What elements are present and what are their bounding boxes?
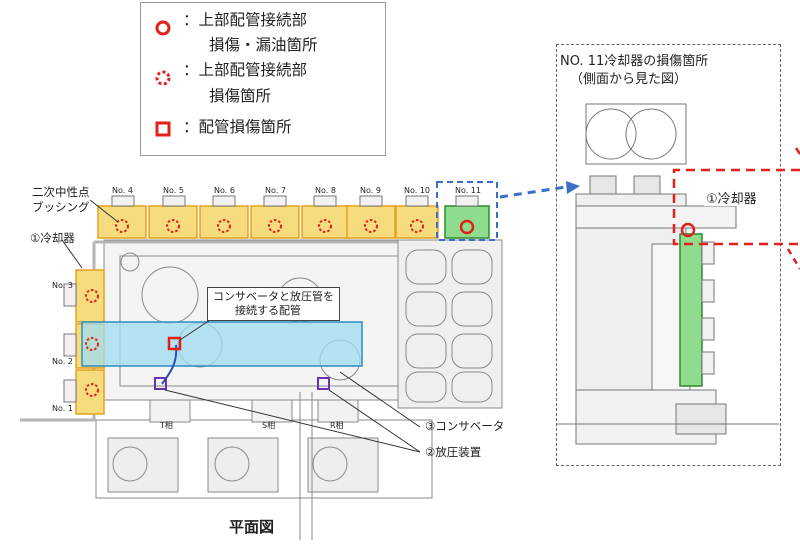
- plan-title: 平面図: [229, 518, 275, 536]
- legend-item-2-line1: ：上部配管接続部: [183, 61, 308, 79]
- red-dotted-circle-icon: [155, 70, 171, 86]
- red-square-icon: [155, 121, 171, 137]
- pipe-note-box: コンサベータと放圧管を 接続する配管: [207, 287, 340, 321]
- pipe-note-line1: コンサベータと放圧管を: [213, 290, 334, 303]
- phase-r-label: R相: [330, 421, 344, 430]
- detail-cooler-highlight: [679, 233, 703, 387]
- cooler-no2-label: No. 2: [52, 357, 73, 366]
- cooler-no3-label: No. 3: [52, 281, 73, 290]
- cooler-no8-label: No. 8: [315, 186, 336, 195]
- conservator-highlight: [81, 321, 363, 367]
- cooler-no9-label: No. 9: [360, 186, 381, 195]
- legend-item-1-line2: 損傷・漏油箇所: [209, 36, 318, 54]
- relief-device-label: ②放圧装置: [425, 445, 482, 459]
- neutral-bushing-label-line2: ブッシング: [32, 200, 90, 214]
- cooler-no4-label: No. 4: [112, 186, 133, 195]
- cooler-no11-label: No. 11: [455, 186, 482, 195]
- neutral-bushing-label-line1: 二次中性点: [32, 185, 90, 199]
- legend-box: ：上部配管接続部 損傷・漏油箇所 ：上部配管接続部 損傷箇所 ：配管損傷箇所: [140, 2, 386, 156]
- pipe-note-line2: 接続する配管: [235, 304, 301, 317]
- arrow-to-detail: [499, 181, 580, 199]
- conservator-label: ③コンサベータ: [425, 419, 505, 433]
- legend-item-3: ：配管損傷箇所: [183, 118, 292, 136]
- cooler-no10-label: No. 10: [404, 186, 431, 195]
- detail-title-line2: （側面から見た図）: [570, 72, 688, 87]
- cooler-no6-label: No. 6: [214, 186, 235, 195]
- detail-title-line1: NO. 11冷却器の損傷箇所: [560, 54, 709, 69]
- cooler-label: ①冷却器: [30, 231, 75, 245]
- detail-cooler-label: ①冷却器: [704, 192, 759, 207]
- cooler-no5-label: No. 5: [163, 186, 184, 195]
- legend-item-1-line1: ：上部配管接続部: [183, 11, 308, 29]
- phase-s-label: S相: [262, 421, 276, 430]
- red-circle-icon: [155, 20, 171, 36]
- phase-t-label: T相: [160, 421, 173, 430]
- detail-diagram: [556, 103, 800, 445]
- cooler-no1-label: No. 1: [52, 404, 73, 413]
- legend-item-2-line2: 損傷箇所: [209, 87, 272, 105]
- cooler-no7-label: No. 7: [265, 186, 286, 195]
- detail-panel: [556, 44, 781, 466]
